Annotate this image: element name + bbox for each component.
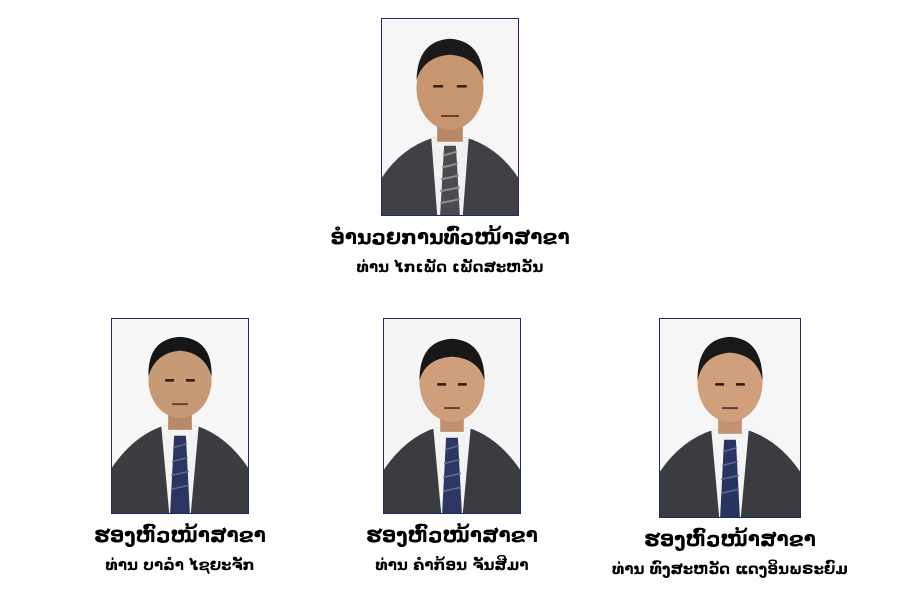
- deputy-3-name: ທ່ານ ທົງສະຫວັດ ແດງອິນພຣະຍົມ: [612, 560, 848, 578]
- deputy-1-title: ຮອງຫົວໜ້າສາຂາ: [94, 523, 266, 547]
- deputy-2-photo: [383, 318, 521, 514]
- portrait-image: [384, 319, 520, 513]
- deputy-card-3: ຮອງຫົວໜ້າສາຂາ ທ່ານ ທົງສະຫວັດ ແດງອິນພຣະຍົ…: [600, 318, 860, 580]
- chief-photo: [381, 18, 519, 216]
- deputy-2-name: ທ່ານ ຄຳກ້ອນ ຈັນສີມາ: [375, 556, 529, 574]
- deputy-3-photo: [659, 318, 801, 518]
- deputy-1-name: ທ່ານ ບາລຳ ໄຊຍະຈັກ: [105, 556, 255, 574]
- chief-card: ອໍານວຍການທົ່ວໜ້າສາຂາ ທ່ານ ໄກເພັດ ເພັດສະຫ…: [300, 18, 600, 278]
- chief-title: ອໍານວຍການທົ່ວໜ້າສາຂາ: [330, 225, 570, 249]
- portrait-image: [112, 319, 248, 513]
- chief-name: ທ່ານ ໄກເພັດ ເພັດສະຫວັນ: [356, 258, 544, 276]
- deputy-card-2: ຮອງຫົວໜ້າສາຂາ ທ່ານ ຄຳກ້ອນ ຈັນສີມາ: [352, 318, 552, 576]
- portrait-image: [660, 319, 800, 517]
- deputy-3-title: ຮອງຫົວໜ້າສາຂາ: [644, 527, 816, 551]
- deputy-1-photo: [111, 318, 249, 514]
- deputy-2-title: ຮອງຫົວໜ້າສາຂາ: [366, 523, 538, 547]
- deputy-card-1: ຮອງຫົວໜ້າສາຂາ ທ່ານ ບາລຳ ໄຊຍະຈັກ: [80, 318, 280, 576]
- portrait-image: [382, 19, 518, 215]
